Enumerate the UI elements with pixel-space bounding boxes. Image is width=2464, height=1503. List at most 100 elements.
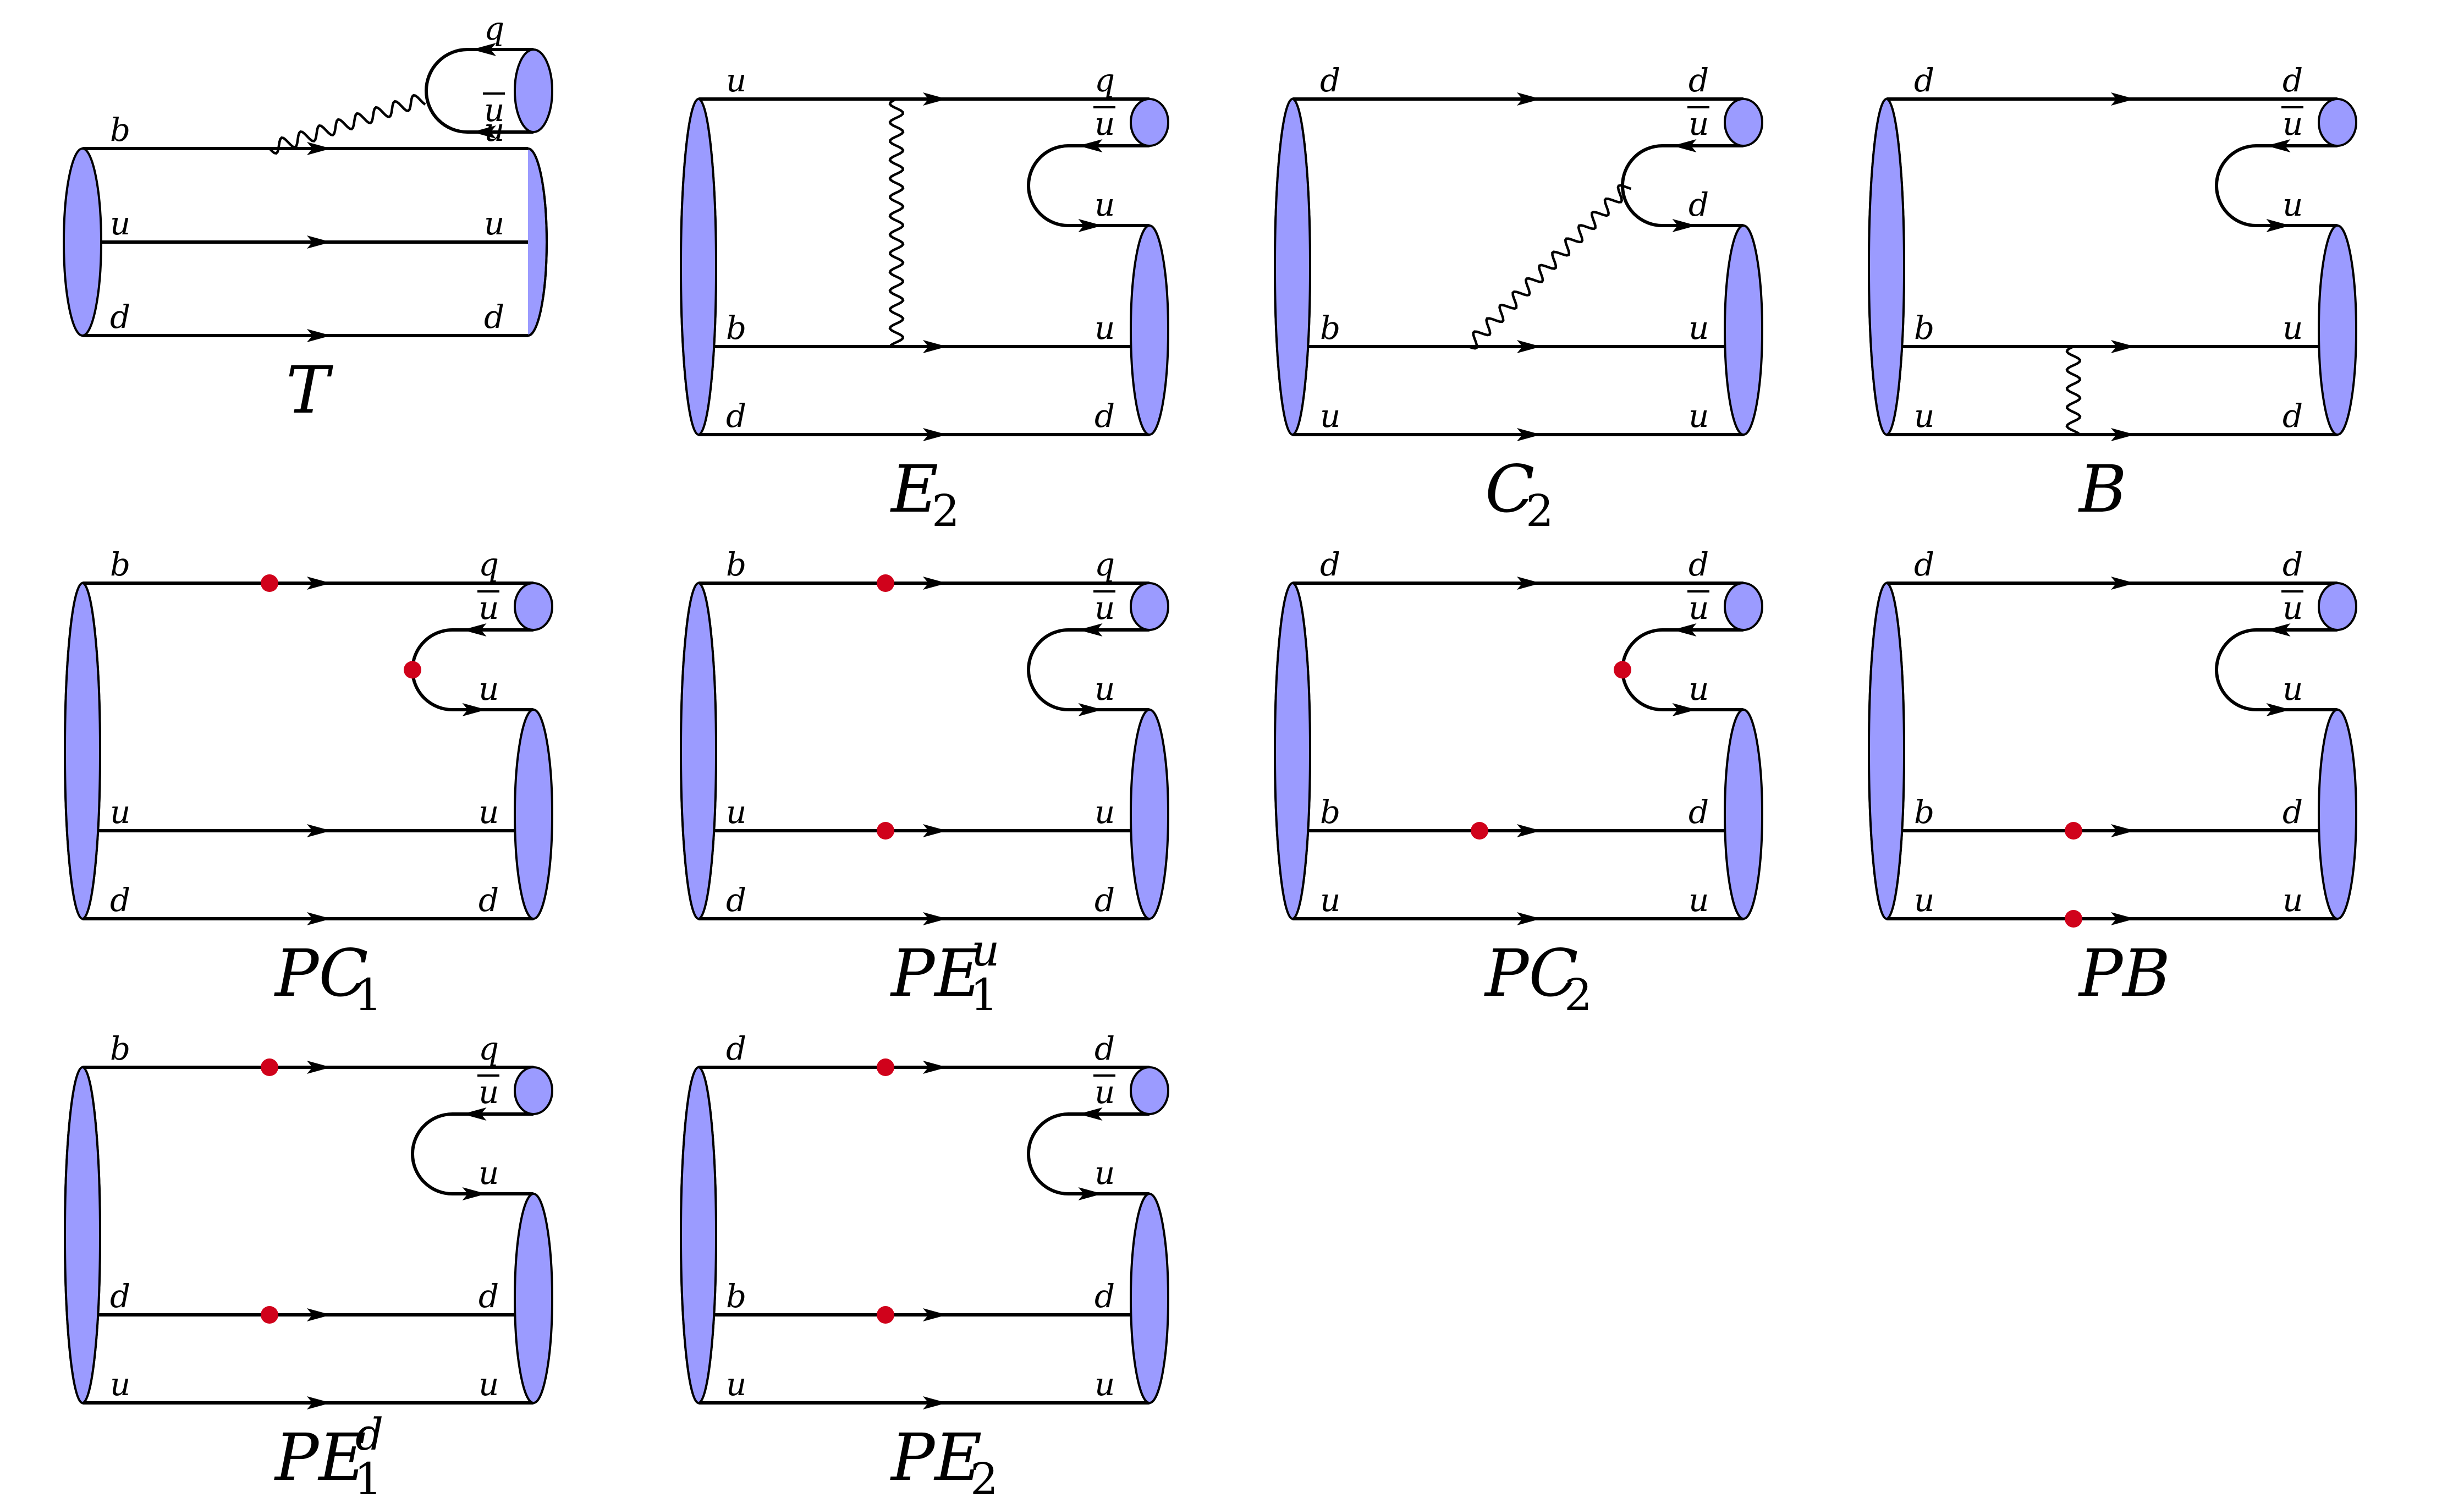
penguin-vertex-dot [877,1058,894,1076]
label-in-top: b [110,1030,130,1067]
quark-pair-loop [411,1112,534,1195]
arrowhead [1517,912,1541,925]
arrowhead [923,1308,947,1321]
label-out-top: q [484,10,504,47]
final-meson-small [514,48,553,133]
caption-superscript: u [971,925,1000,976]
label-out-u: u [1094,1154,1115,1192]
arrowhead [307,235,331,249]
w-boson [268,94,426,155]
initial-meson [64,582,101,920]
penguin-vertex-dot [261,1306,278,1324]
arrowhead [2111,92,2135,106]
arrowhead [307,329,331,342]
final-meson-upper [1724,582,1763,631]
w-emission [1468,184,1632,350]
label-out-top: q [1094,546,1115,583]
label-out-top: d [1689,62,1709,99]
label-out-u: u [1094,186,1115,223]
initial-meson [680,98,717,436]
label-out-u: u [2282,186,2303,223]
label-out-bot: u [2282,881,2303,919]
arrowhead [462,1107,487,1121]
label-in-bot: u [1914,397,1934,435]
quark-pair-loop [1621,628,1744,711]
final-meson-lower [2318,709,2357,920]
label-in-mid: b [726,1277,746,1315]
label-in-top: d [1320,546,1340,583]
final-meson-upper [1130,582,1169,631]
diagram-caption: PE [274,1419,366,1495]
label-out-u: u [479,670,499,707]
diagram-caption: PE [890,1419,982,1495]
label-out-mid: u [1094,793,1115,831]
label-in-top: b [726,546,746,583]
label-in-mid: u [726,793,746,831]
arrowhead [923,912,947,925]
arrowhead [923,1061,947,1074]
label-out-bot: d [2282,397,2303,435]
label-in-bot: d [726,397,746,435]
w-exchange [2065,345,2082,436]
label-in-mid: b [1914,793,1934,831]
caption-subscript: 2 [970,1453,998,1503]
final-meson-upper [514,582,553,631]
quark-pair-loop [411,628,534,711]
label-out-ubar: u [2282,105,2303,142]
label-in-mid: u [110,793,130,831]
label-in-bot: u [726,1365,746,1403]
caption-superscript: d [355,1409,383,1460]
label-out-mid: u [1094,309,1115,347]
label-out-mid: d [1094,1277,1115,1315]
arrowhead [1078,703,1103,716]
label-in-top: d [1914,62,1934,99]
label-out-u: u [2282,670,2303,707]
arrowhead [1517,428,1541,441]
final-meson-upper [2318,582,2357,631]
label-out-mid: u [484,111,504,149]
arrowhead [923,92,947,106]
arrowhead [307,142,331,155]
label-out-ubar: u [1689,105,1709,142]
initial-meson [1868,582,1905,920]
label-out-ubar: u [479,1073,499,1111]
penguin-vertex-dot [1614,661,1631,679]
arrowhead [1672,623,1697,637]
label-in-bot: d [110,298,130,336]
diagram-caption: C [1485,451,1535,527]
arrowhead [1517,340,1541,353]
final-meson-lower [1724,709,1763,920]
label-in-mid: b [1320,793,1340,831]
label-in-mid: u [110,205,130,242]
initial-meson [63,147,102,337]
label-out-bot: u [1689,397,1709,435]
final-meson-lower [1724,224,1763,436]
label-out-top: q [1094,62,1115,99]
arrowhead [307,912,331,925]
final-meson [527,147,548,337]
label-out-top: q [479,1030,499,1067]
label-out-mid: d [2282,793,2303,831]
initial-meson [1274,582,1311,920]
final-meson-upper [514,1066,553,1115]
label-out-u: u [479,1154,499,1192]
label-out-ubar: u [1689,589,1709,627]
final-meson-rim [527,147,548,337]
arrowhead [1078,1107,1103,1121]
quark-pair-loop [2215,144,2338,227]
arrowhead [1078,219,1103,232]
penguin-vertex-dot [2065,822,2082,840]
penguin-vertex-dot [261,574,278,592]
penguin-vertex-dot [261,1058,278,1076]
caption-subscript: 1 [970,969,998,1021]
label-in-bot: u [110,1365,130,1403]
label-out-mid: u [479,793,499,831]
diagram-caption: T [286,352,333,428]
diagram-caption: B [2078,451,2127,527]
